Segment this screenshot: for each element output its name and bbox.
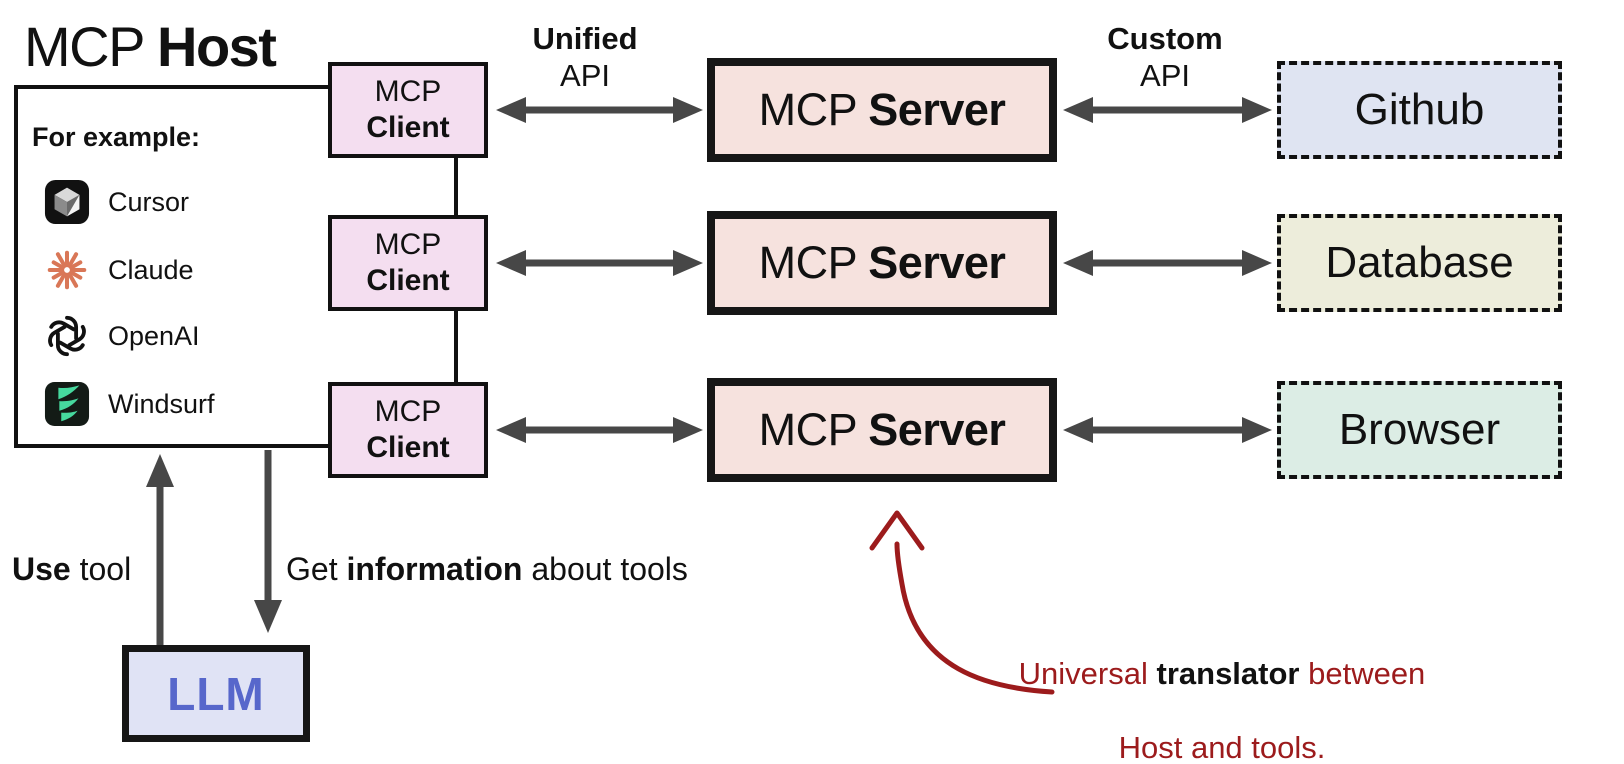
example-label: Windsurf [108,388,215,419]
examples-heading: For example: [32,122,201,152]
mcp-client-box-2: MCP Client [328,215,488,311]
server-bold: Server [868,404,1006,455]
client-line1: MCP [374,75,442,108]
arrow-server2-database [1063,250,1272,276]
llm-label: LLM [167,667,265,720]
example-label: Claude [108,254,194,285]
server-bold: Server [868,84,1006,135]
example-row-claude: Claude [44,247,194,293]
use-tool-bold: Use [12,551,71,587]
arrow-server3-browser [1063,417,1272,443]
use-tool-label: Use tool [12,551,131,588]
use-tool-regular: tool [70,551,132,587]
annotation-text: Universal translator between Host and to… [952,618,1492,764]
example-row-openai: OpenAI [44,313,200,359]
arrow-server1-github [1063,97,1272,123]
llm-box: LLM [122,645,310,742]
mcp-server-box-1: MCP Server [707,58,1057,162]
arrow-llm-to-host [146,454,174,648]
title-bold: Host [157,15,277,78]
example-row-cursor: Cursor [44,179,189,225]
tool-box-database: Database [1277,214,1562,312]
tool-label: Database [1325,238,1514,287]
openai-icon [48,315,86,357]
annotation-line1: Universal translator between [952,655,1492,692]
unified-api-label: Unified API [505,20,665,94]
annotation-line1-pre: Universal [1018,656,1157,691]
custom-api-line2: API [1140,58,1190,93]
cursor-icon [44,179,90,225]
mcp-server-box-2: MCP Server [707,211,1057,315]
server-bold: Server [868,237,1006,288]
annotation-line1-bold: translator [1156,656,1300,691]
client-line1: MCP [374,228,442,261]
tool-box-github: Github [1277,61,1562,159]
client-line2: Client [366,111,450,144]
title-regular: MCP [24,15,157,78]
mcp-client-box-3: MCP Client [328,382,488,478]
unified-api-line2: API [560,58,610,93]
page-title: MCP Host [24,14,277,79]
arrow-client2-server2 [496,250,703,276]
example-row-windsurf: Windsurf [44,381,215,427]
client-line1: MCP [374,395,442,428]
client-line2: Client [366,264,450,297]
windsurf-icon [44,381,90,427]
example-label: OpenAI [108,320,200,351]
custom-api-label: Custom API [1085,20,1245,94]
arrow-host-to-llm [254,450,282,633]
annotation-line2: Host and tools. [1118,730,1326,764]
server-regular: MCP [758,84,869,135]
mcp-client-box-1: MCP Client [328,62,488,158]
claude-icon [47,250,87,290]
client-line2: Client [366,431,450,464]
tool-box-browser: Browser [1277,381,1562,479]
tool-label: Browser [1338,405,1501,454]
server-regular: MCP [758,404,869,455]
example-label: Cursor [108,186,190,217]
get-info-post: about tools [522,551,688,587]
arrow-client1-server1 [496,97,703,123]
server-regular: MCP [758,237,869,288]
annotation-line1-post: between [1299,656,1426,691]
tool-label: Github [1354,85,1485,134]
get-info-bold: information [346,551,523,587]
get-info-pre: Get [286,551,347,587]
arrow-client3-server3 [496,417,703,443]
get-info-label: Get information about tools [286,551,688,588]
mcp-server-box-3: MCP Server [707,378,1057,482]
custom-api-line1: Custom [1107,21,1223,56]
unified-api-line1: Unified [532,21,638,56]
